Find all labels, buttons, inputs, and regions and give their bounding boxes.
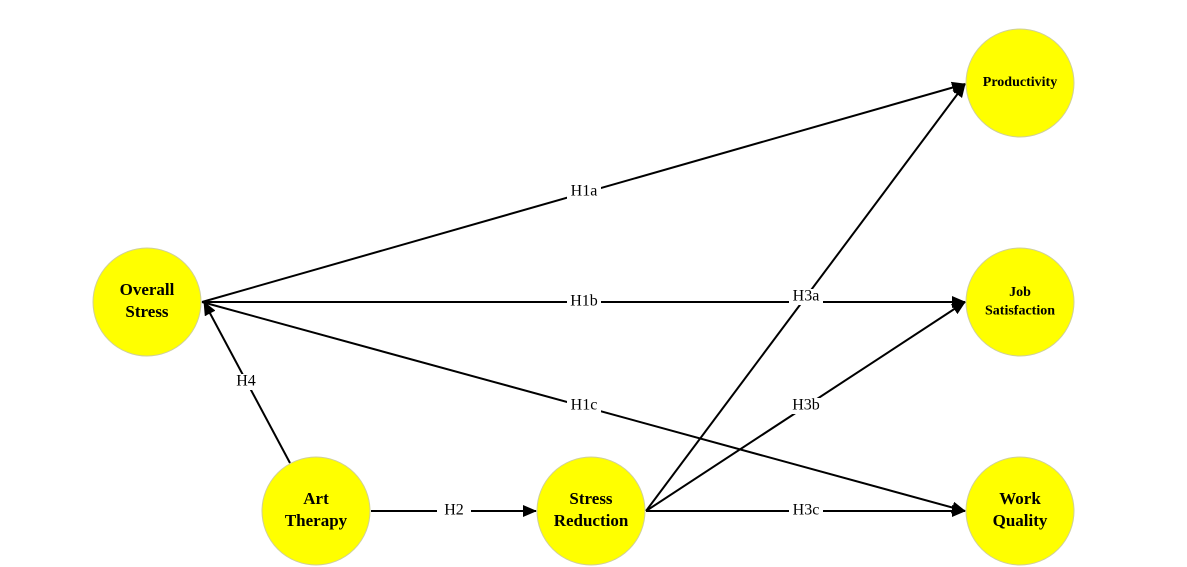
- edge-label-text: H1a: [571, 183, 598, 200]
- edge-label-background: [567, 294, 601, 310]
- edge-label-background: [567, 184, 601, 200]
- edge-label-h3b: H3b: [789, 397, 823, 414]
- node-circle: [536, 456, 646, 566]
- node-label-line: Overall: [120, 280, 175, 299]
- node-label-line: Quality: [993, 511, 1048, 530]
- edge-label-text: H3a: [793, 288, 820, 305]
- node-label-line: Reduction: [554, 511, 629, 530]
- edge-label-background: [789, 503, 823, 519]
- edge-label-h3a: H3a: [789, 288, 823, 305]
- node-circle: [965, 456, 1075, 566]
- node-circle: [965, 247, 1075, 357]
- node-label-line: Satisfaction: [985, 303, 1055, 318]
- edge-label-text: H3c: [793, 502, 820, 519]
- edge-label-h1c: H1c: [567, 397, 601, 414]
- node-productivity: Productivity: [965, 28, 1075, 138]
- node-label-line: Productivity: [983, 75, 1057, 90]
- edge-label-h2: H2: [437, 502, 471, 519]
- edge-label-text: H1c: [571, 397, 598, 414]
- node-label-line: Job: [1009, 285, 1031, 300]
- edge-label-h1b: H1b: [567, 293, 601, 310]
- node-label-line: Work: [999, 489, 1041, 508]
- node-circle: [92, 247, 202, 357]
- node-circle: [965, 28, 1075, 138]
- edge-label-background: [437, 503, 471, 519]
- edge-label-background: [789, 289, 823, 305]
- nodes-layer: OverallStressArtTherapyStressReductionPr…: [92, 28, 1075, 566]
- edge-label-background: [567, 398, 601, 414]
- edge-label-h3c: H3c: [789, 502, 823, 519]
- node-label-line: Art: [303, 489, 329, 508]
- edge-label-text: H1b: [570, 293, 598, 310]
- edge-label-background: [229, 374, 263, 390]
- edge-label-h1a: H1a: [567, 183, 601, 200]
- edge-label-text: H4: [236, 373, 256, 390]
- node-label-line: Stress: [125, 302, 169, 321]
- node-circle: [261, 456, 371, 566]
- edge-label-background: [789, 398, 823, 414]
- edge-label-text: H3b: [792, 397, 820, 414]
- node-label-line: Stress: [569, 489, 613, 508]
- edge-label-h4: H4: [229, 373, 263, 390]
- node-label-line: Therapy: [285, 511, 348, 530]
- edge-label-text: H2: [444, 502, 464, 519]
